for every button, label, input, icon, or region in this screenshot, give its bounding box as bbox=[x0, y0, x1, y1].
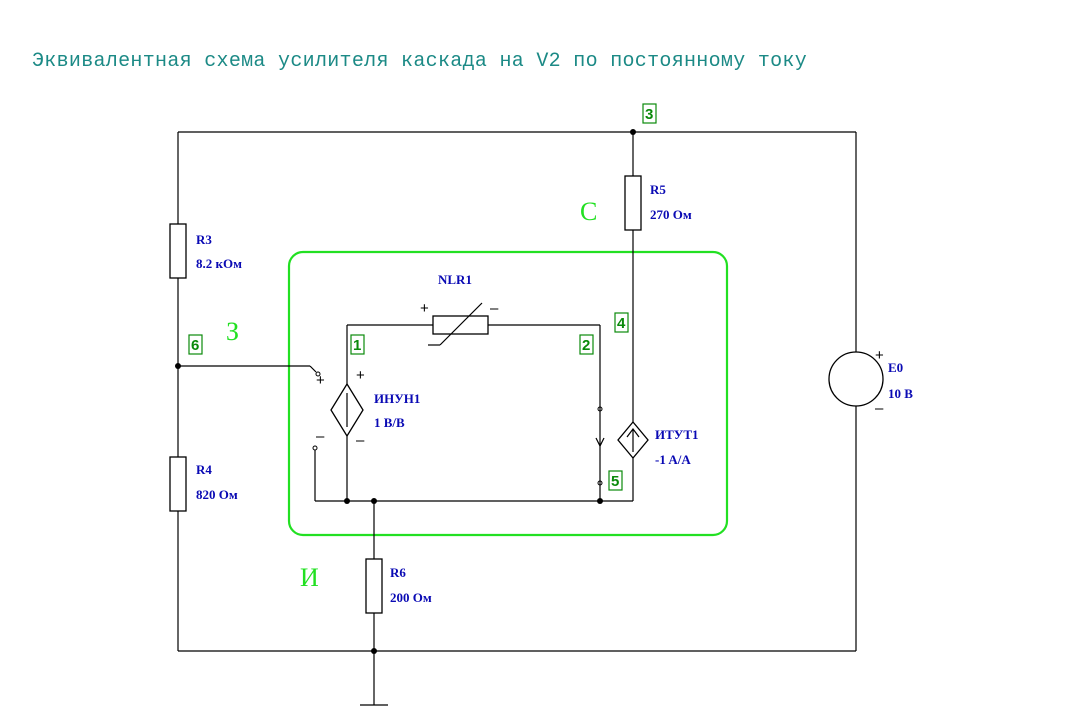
inun1-minus: – bbox=[356, 432, 365, 449]
resistor-r6 bbox=[365, 558, 383, 614]
svg-text:6: 6 bbox=[191, 337, 199, 354]
r4-name: R4 bbox=[196, 462, 212, 477]
node-5: 5 bbox=[608, 470, 623, 491]
r6-value: 200 Ом bbox=[390, 590, 432, 605]
terminal-gate: З bbox=[226, 317, 239, 346]
r4-value: 820 Ом bbox=[196, 487, 238, 502]
dependent-current-source-itut1 bbox=[617, 420, 649, 460]
e0-minus: – bbox=[875, 400, 884, 417]
node-2: 2 bbox=[579, 334, 594, 355]
inun1-plus: + bbox=[356, 367, 365, 384]
dependent-voltage-source-inun1 bbox=[330, 382, 364, 438]
r5-name: R5 bbox=[650, 182, 666, 197]
terminal-source: И bbox=[300, 563, 319, 592]
inun1-value: 1 В/В bbox=[374, 415, 405, 430]
e0-name: E0 bbox=[888, 360, 903, 375]
terminal-drain: С bbox=[580, 197, 597, 226]
r6-name: R6 bbox=[390, 565, 406, 580]
nonlinear-resistor-nlr1 bbox=[428, 302, 489, 346]
e0-value: 10 В bbox=[888, 386, 913, 401]
input-minus: – bbox=[316, 428, 325, 445]
diagram-title: Эквивалентная схема усилителя каскада на… bbox=[32, 50, 808, 73]
resistor-r3 bbox=[169, 223, 187, 279]
r5-value: 270 Ом bbox=[650, 207, 692, 222]
r3-name: R3 bbox=[196, 232, 212, 247]
node-1: 1 bbox=[350, 334, 365, 355]
transistor-model-box bbox=[287, 250, 729, 537]
svg-text:3: 3 bbox=[645, 106, 653, 123]
nlr1-minus: – bbox=[490, 300, 499, 317]
resistor-r5 bbox=[624, 175, 642, 231]
svg-text:2: 2 bbox=[582, 337, 590, 354]
itut1-value: -1 A/A bbox=[655, 452, 691, 467]
r3-value: 8.2 кОм bbox=[196, 256, 242, 271]
itut1-name: ИТУТ1 bbox=[655, 427, 699, 442]
svg-text:5: 5 bbox=[611, 473, 619, 490]
wiring bbox=[177, 131, 857, 706]
voltage-source-e0 bbox=[828, 351, 884, 407]
node-4: 4 bbox=[614, 312, 629, 333]
nlr1-plus: + bbox=[420, 300, 429, 317]
e0-plus: + bbox=[875, 347, 884, 364]
resistor-r4 bbox=[169, 456, 187, 512]
svg-text:1: 1 bbox=[353, 337, 361, 354]
input-plus: + bbox=[316, 372, 325, 389]
nlr1-name: NLR1 bbox=[438, 272, 472, 287]
node-3: 3 bbox=[642, 103, 657, 124]
node-6: 6 bbox=[188, 334, 203, 355]
inun1-name: ИНУН1 bbox=[374, 391, 420, 406]
svg-text:4: 4 bbox=[617, 315, 626, 332]
junctions bbox=[175, 129, 636, 654]
